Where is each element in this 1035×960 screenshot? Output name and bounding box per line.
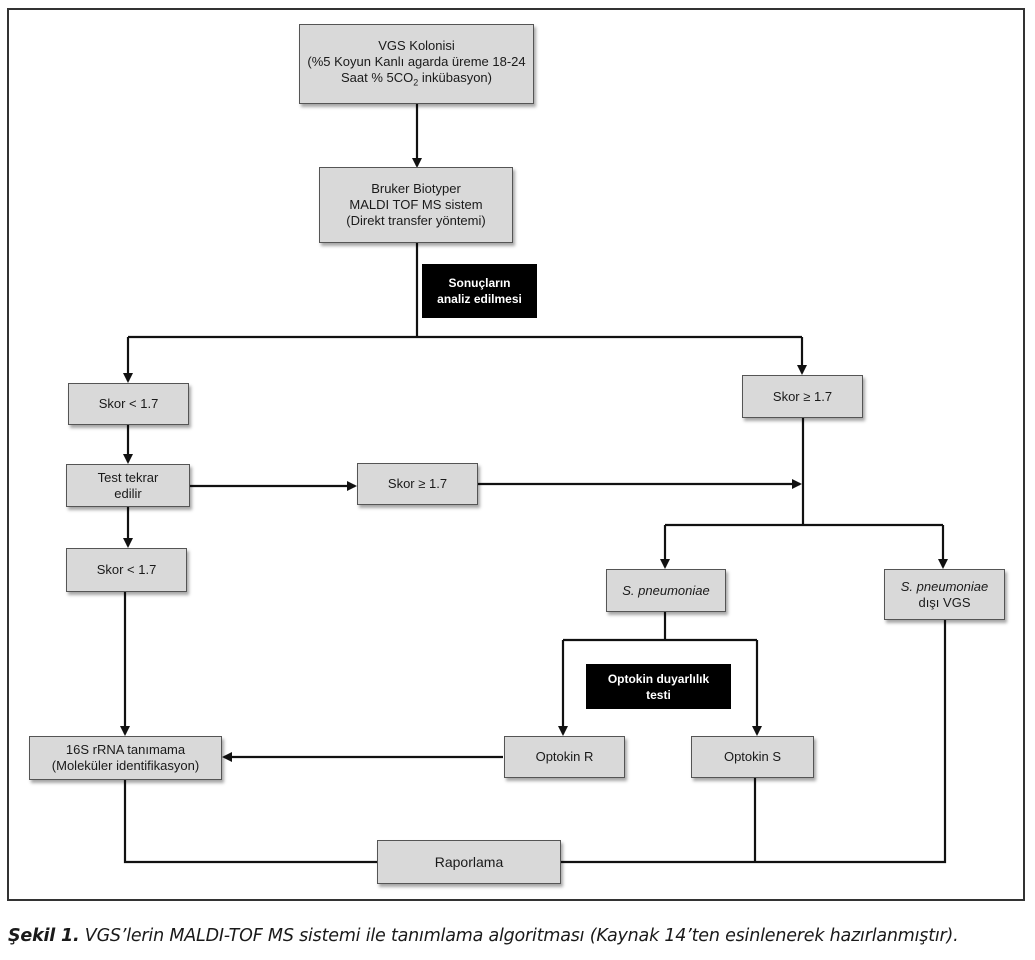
colony-line1: VGS Kolonisi — [378, 37, 455, 53]
non-pneumoniae-line2: dışı VGS — [918, 594, 971, 610]
s-pneumoniae-label: S. pneumoniae — [622, 582, 710, 598]
caption-text: VGS’lerin MALDI-TOF MS sistemi ile tanım… — [79, 926, 959, 946]
non-pneumoniae-line1: S. pneumoniae — [900, 578, 989, 594]
node-optokin-r: Optokin R — [504, 736, 625, 778]
colony-line2: (%5 Koyun Kanlı agarda üreme 18-24 — [307, 53, 526, 69]
rrna-line1: 16S rRNA tanımama — [65, 742, 186, 757]
caption-label: Şekil 1. — [8, 926, 80, 946]
node-score-low-1: Skor < 1.7 — [68, 383, 189, 425]
score-low-2-label: Skor < 1.7 — [96, 562, 157, 577]
optochin-test-line1: Optokin duyarlılık — [607, 671, 710, 686]
diagram-frame — [7, 8, 1025, 901]
report-label: Raporlama — [434, 854, 504, 870]
node-score-high-1: Skor ≥ 1.7 — [742, 375, 863, 418]
analysis-line2: analiz edilmesi — [437, 292, 522, 306]
optokin-s-label: Optokin S — [723, 749, 782, 764]
retest-line1: Test tekrar — [97, 469, 159, 485]
node-16s-rrna: 16S rRNA tanımama (Moleküler identifikas… — [29, 736, 222, 780]
maldi-line2: MALDI TOF MS sistem — [349, 197, 483, 212]
maldi-line1: Bruker Biotyper — [371, 181, 461, 196]
optokin-r-label: Optokin R — [535, 749, 594, 764]
node-vgs-colony: VGS Kolonisi (%5 Koyun Kanlı agarda ürem… — [299, 24, 534, 104]
node-non-pneumoniae-vgs: S. pneumoniae dışı VGS — [884, 569, 1005, 620]
analysis-line1: Sonuçların — [448, 276, 511, 290]
colony-line3: Saat % 5CO2 inkübasyon) — [341, 69, 492, 88]
figure-caption: Şekil 1. VGS’lerin MALDI-TOF MS sistemi … — [8, 926, 1030, 946]
label-result-analysis: Sonuçların analiz edilmesi — [422, 264, 537, 318]
score-high-1-label: Skor ≥ 1.7 — [772, 388, 833, 404]
score-low-1-label: Skor < 1.7 — [98, 396, 159, 411]
label-optochin-test: Optokin duyarlılık testi — [586, 664, 731, 709]
line-rrna-to-report — [123, 780, 378, 864]
node-score-low-2: Skor < 1.7 — [66, 548, 187, 592]
optochin-test-line2: testi — [646, 687, 671, 702]
node-optokin-s: Optokin S — [691, 736, 814, 778]
node-report: Raporlama — [377, 840, 561, 884]
retest-line2: edilir — [114, 485, 142, 501]
score-high-2-label: Skor ≥ 1.7 — [387, 476, 448, 491]
line-non-pneumoniae-to-report — [560, 620, 947, 864]
rrna-line2: (Moleküler identifikasyon) — [51, 758, 200, 773]
node-s-pneumoniae: S. pneumoniae — [606, 569, 726, 612]
node-score-high-2: Skor ≥ 1.7 — [357, 463, 478, 505]
maldi-line3: (Direkt transfer yöntemi) — [346, 213, 486, 228]
node-retest: Test tekrar edilir — [66, 464, 190, 507]
node-maldi-tof: Bruker Biotyper MALDI TOF MS sistem (Dir… — [319, 167, 513, 243]
